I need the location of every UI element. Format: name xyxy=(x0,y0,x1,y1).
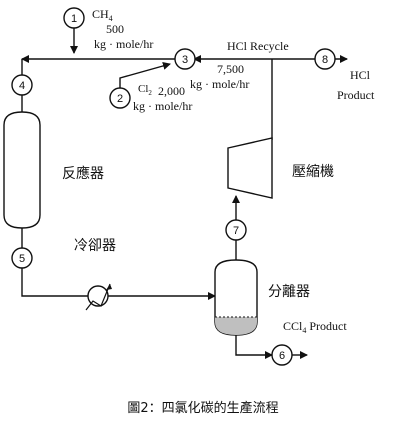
stream-node-8: 8 xyxy=(314,48,336,70)
stream-node-1: 1 xyxy=(63,7,85,29)
svg-text:6: 6 xyxy=(279,350,285,362)
svg-text:7,500: 7,500 xyxy=(217,62,244,76)
ch4-feed-label: CH4 500 kg · mole/hr xyxy=(92,7,153,51)
stream-node-3: 3 xyxy=(174,48,196,70)
svg-text:Cl2: Cl2 xyxy=(138,83,152,97)
svg-text:7: 7 xyxy=(233,225,239,237)
stream-node-2: 2 xyxy=(109,87,131,109)
stream-node-6: 6 xyxy=(271,344,293,366)
svg-text:5: 5 xyxy=(19,253,25,265)
compressor: 壓縮機 xyxy=(227,137,334,199)
process-lines xyxy=(21,18,348,359)
stream-node-5: 5 xyxy=(11,247,33,269)
svg-text:HCl Recycle: HCl Recycle xyxy=(227,39,289,53)
hcl-product-label: HCl Product xyxy=(337,68,375,102)
svg-text:500: 500 xyxy=(106,22,124,36)
cl2-feed-label: Cl2 2,000 kg · mole/hr xyxy=(133,83,192,113)
svg-text:2: 2 xyxy=(117,93,123,105)
svg-text:kg · mole/hr: kg · mole/hr xyxy=(94,37,153,51)
separator: 分離器 xyxy=(214,259,310,336)
cooler-coil-icon xyxy=(85,283,111,311)
compressor-label: 壓縮機 xyxy=(292,164,334,180)
svg-text:CCl4 Product: CCl4 Product xyxy=(283,319,347,335)
svg-text:1: 1 xyxy=(71,13,77,25)
separator-liquid xyxy=(215,317,257,335)
svg-text:8: 8 xyxy=(322,54,328,66)
svg-text:3: 3 xyxy=(182,54,188,66)
svg-text:CH4: CH4 xyxy=(92,7,113,23)
ccl4-product-line xyxy=(235,335,273,359)
svg-text:kg · mole/hr: kg · mole/hr xyxy=(190,77,249,91)
cooler-arrow-icon xyxy=(106,284,112,290)
cooler: 冷卻器 xyxy=(74,238,116,311)
cooler-line xyxy=(21,268,216,300)
reactor: 反應器 xyxy=(3,111,104,229)
reactor-label: 反應器 xyxy=(62,165,104,182)
svg-text:4: 4 xyxy=(19,80,25,92)
svg-text:HCl: HCl xyxy=(350,68,371,82)
separator-label: 分離器 xyxy=(268,283,310,300)
figure-caption: 圖2：四氯化碳的生產流程 xyxy=(127,400,278,416)
stream-node-7: 7 xyxy=(225,219,247,241)
stream-node-4: 4 xyxy=(11,74,33,96)
cooler-label: 冷卻器 xyxy=(74,238,116,254)
svg-text:2,000: 2,000 xyxy=(158,84,185,98)
svg-text:Product: Product xyxy=(337,88,375,102)
ccl4-product-label: CCl4 Product xyxy=(283,319,347,335)
svg-text:kg · mole/hr: kg · mole/hr xyxy=(133,99,192,113)
recycle-label: HCl Recycle 7,500 kg · mole/hr xyxy=(190,39,289,91)
